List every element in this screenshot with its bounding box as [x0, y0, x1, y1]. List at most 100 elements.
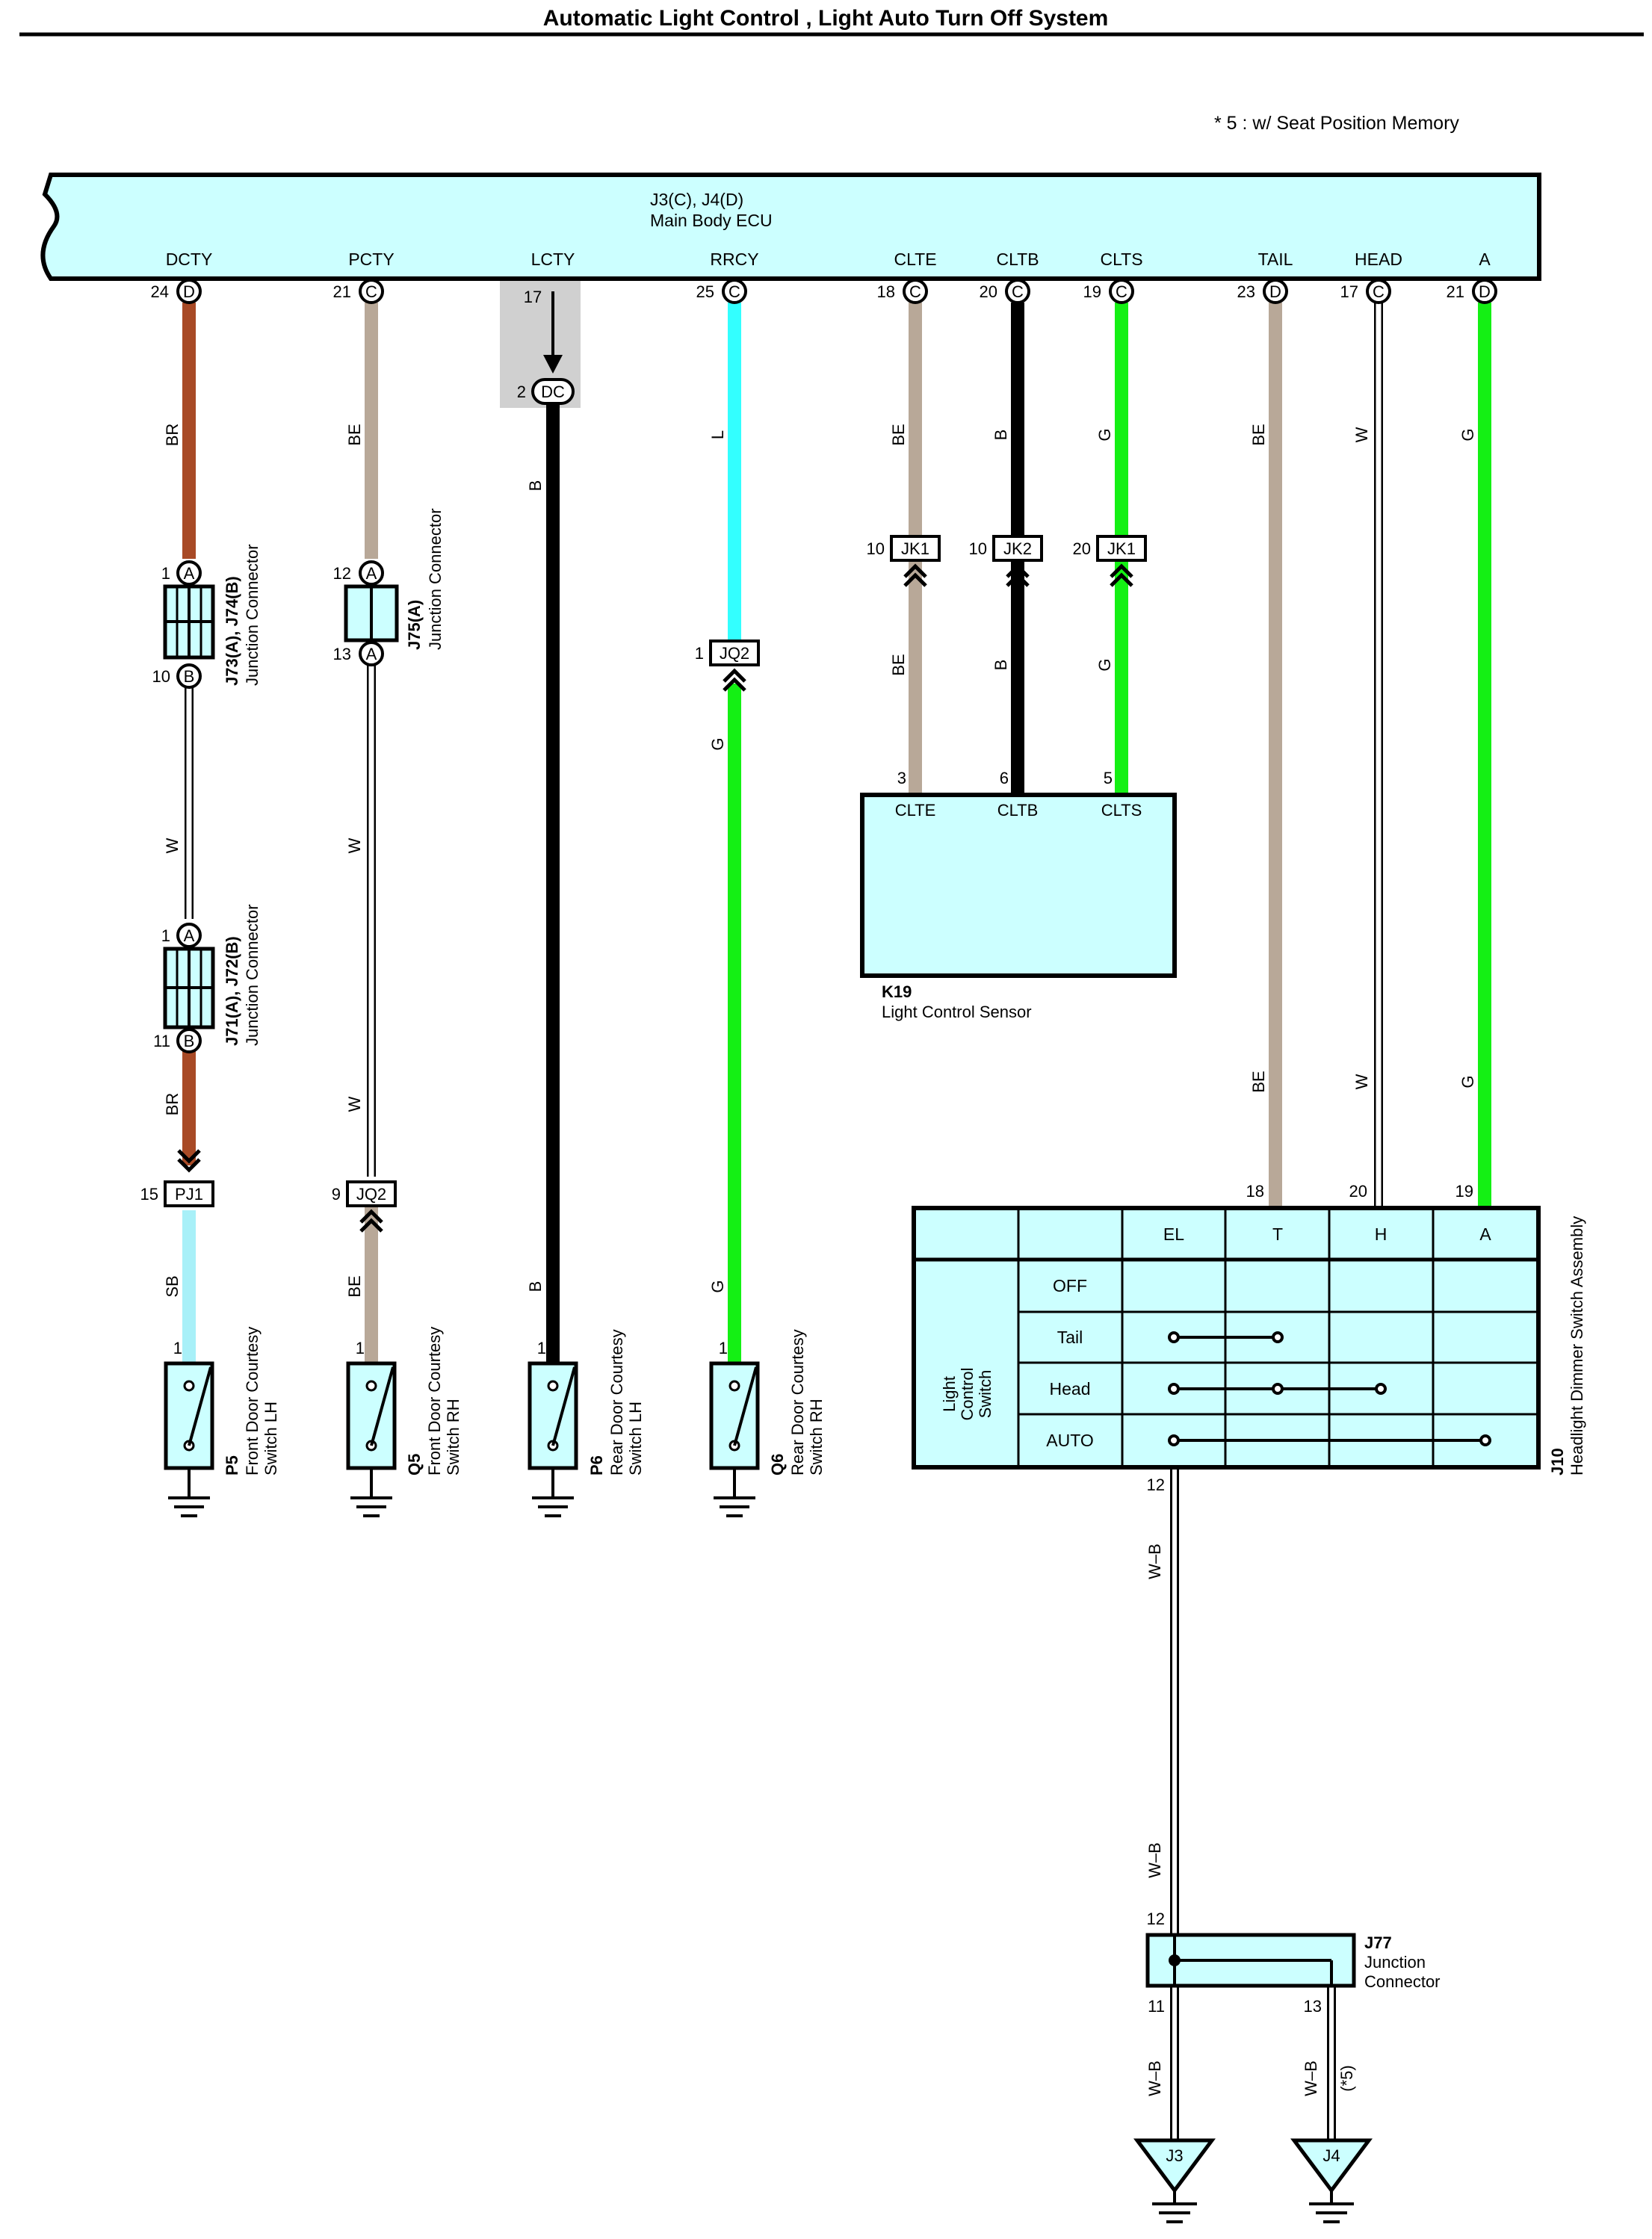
wire-label-head-w-1: W — [1352, 427, 1371, 442]
j73-pin-a — [176, 560, 202, 586]
ecu-pin-conn-cltb: C — [1012, 282, 1024, 301]
switch-q6-pin: 1 — [719, 1339, 728, 1357]
connector-jq2-rrcy-name: JQ2 — [720, 644, 749, 663]
ground-j3: J3 — [1133, 2138, 1216, 2223]
wire-label-a-g-1: G — [1458, 428, 1477, 441]
connector-jq2-pcty-pin: 9 — [332, 1185, 341, 1204]
switch-q6-code: Q6 — [768, 1454, 787, 1475]
j71-pin-a — [176, 923, 202, 948]
wire-label-j4-wb: W–B — [1302, 2060, 1320, 2096]
wire-label-dcty-br-2: BR — [163, 1093, 182, 1116]
light-control-sensor: CLTE CLTB CLTS 3 6 5 K19 Light Control S… — [860, 769, 1177, 1021]
ecu-terminal-cltb: CLTB — [996, 250, 1039, 269]
switch-p6-line1: Rear Door Courtesy — [607, 1329, 626, 1475]
hsw-pin-head: 20 — [1349, 1182, 1367, 1201]
footnote: * 5 : w/ Seat Position Memory — [1214, 113, 1459, 134]
wire-lcty-arrow — [543, 355, 563, 374]
wire-label-j3-wb: W–B — [1145, 2060, 1164, 2096]
connector-jk1-clte-name: JK1 — [901, 539, 929, 558]
wires — [182, 279, 1491, 2140]
col-a: A — [1479, 1224, 1491, 1244]
sensor-name: Light Control Sensor — [882, 1003, 1032, 1021]
ecu-pin-circle-tail — [1263, 279, 1288, 304]
ecu-terminal-clte: CLTE — [894, 250, 936, 269]
connector-jk1-clts-name: JK1 — [1107, 539, 1136, 558]
j71-conn-bot: B — [184, 1032, 195, 1050]
switch-p6-pin: 1 — [537, 1339, 546, 1357]
j77-code: J77 — [1364, 1933, 1392, 1952]
ecu-pin-num-cltb: 20 — [980, 282, 997, 301]
ecu-terminal-tail: TAIL — [1258, 250, 1293, 269]
j77-line2: Connector — [1364, 1972, 1441, 1991]
switch-p6-box — [528, 1361, 578, 1470]
ecu-pin-num-rrcy: 25 — [696, 282, 714, 301]
side-label-2: Control — [958, 1368, 977, 1421]
j73-pin-b — [176, 663, 202, 689]
ecu-pin-num-clte: 18 — [877, 282, 895, 301]
wire-label-cltb-b-1: B — [991, 430, 1010, 441]
row-off: OFF — [1053, 1276, 1087, 1295]
ecu-pin-conn-rrcy: C — [728, 282, 740, 301]
wire-label-tail-be-2: BE — [1249, 1071, 1268, 1092]
wire-label-tail-be-1: BE — [1249, 424, 1268, 445]
headlight-dimmer-switch: EL T H A OFF Tail Head AUTO Light Contro… — [912, 1182, 1586, 1494]
j75-desc: Junction Connector — [426, 508, 445, 650]
sensor-pin-num-clte: 3 — [897, 769, 906, 787]
j71-name: J71(A), J72(B) — [223, 936, 241, 1046]
j73-conn-bot: B — [184, 667, 195, 686]
switch-p5-code: P5 — [223, 1455, 241, 1475]
hsw-code: J10 — [1548, 1448, 1567, 1475]
wire-label-el-wb-1: W–B — [1145, 1543, 1164, 1579]
row-auto: AUTO — [1046, 1431, 1093, 1450]
ecu-pin-circle-dcty — [176, 279, 202, 304]
row-tail: Tail — [1057, 1328, 1083, 1347]
sensor-pin-name-clte: CLTE — [895, 801, 936, 820]
ecu-pin-conn-clts: C — [1116, 282, 1127, 301]
wire-label-lcty-b-1: B — [526, 480, 545, 492]
col-h: H — [1375, 1224, 1388, 1244]
ecu-terminal-a: A — [1479, 250, 1491, 269]
junction-j71-j72: A 1 B 11 J71(A), J72(B) Junction Connect… — [153, 904, 262, 1053]
ecu-pin-circle-clte — [903, 279, 928, 304]
row-head: Head — [1050, 1379, 1091, 1399]
sensor-box — [860, 793, 1177, 978]
connector-jq2-pcty-name: JQ2 — [356, 1185, 386, 1204]
ground-j3-label: J3 — [1166, 2146, 1183, 2165]
j73-pin-top: 1 — [161, 564, 170, 583]
wire-label-head-w-2: W — [1352, 1074, 1371, 1089]
connector-jk1-clts — [1096, 535, 1147, 562]
wire-label-dcty-sb: SB — [163, 1275, 182, 1297]
ground-j4-label: J4 — [1322, 2146, 1340, 2165]
wire-label-cltb-b-2: B — [991, 660, 1010, 671]
sensor-pin-name-cltb: CLTB — [997, 801, 1039, 820]
ecu-terminal-dcty: DCTY — [166, 250, 213, 269]
j73-conn-top: A — [184, 564, 195, 583]
j75-name: J75(A) — [405, 600, 424, 650]
ecu-pin-circle-head — [1366, 279, 1391, 304]
connector-jk1-clte — [890, 535, 941, 562]
switch-p6-line2: Switch LH — [626, 1402, 645, 1475]
lcty-dc-conn: DC — [541, 383, 565, 401]
ecu-pin-circle-cltb — [1005, 279, 1030, 304]
connector-pj1-name: PJ1 — [175, 1185, 203, 1204]
sensor-pin-num-clts: 5 — [1104, 769, 1113, 787]
ecu-pin-num-dcty: 24 — [151, 282, 169, 301]
switch-p6-code: P6 — [587, 1455, 606, 1475]
wire-label-rrcy-g-2: G — [708, 1280, 727, 1292]
ecu-pin-circle-a — [1472, 279, 1497, 304]
j71-desc: Junction Connector — [243, 904, 262, 1046]
page-title: Automatic Light Control , Light Auto Tur… — [543, 6, 1109, 31]
wire-label-lcty-b-2: B — [526, 1281, 545, 1292]
wire-label-dcty-w: W — [163, 837, 182, 853]
ecu-code: J3(C), J4(D) — [650, 190, 743, 209]
wire-label-dcty-br-1: BR — [163, 424, 182, 447]
switch-p5-pin: 1 — [173, 1339, 182, 1357]
col-t: T — [1272, 1224, 1283, 1244]
j73-desc: Junction Connector — [243, 544, 262, 686]
wire-label-clte-be-1: BE — [889, 424, 908, 445]
hsw-pin-a: 19 — [1455, 1182, 1473, 1201]
ecu-pin-num-a: 21 — [1447, 282, 1464, 301]
ecu-pin-circle-clts — [1109, 279, 1134, 304]
ecu-name: Main Body ECU — [650, 211, 773, 230]
